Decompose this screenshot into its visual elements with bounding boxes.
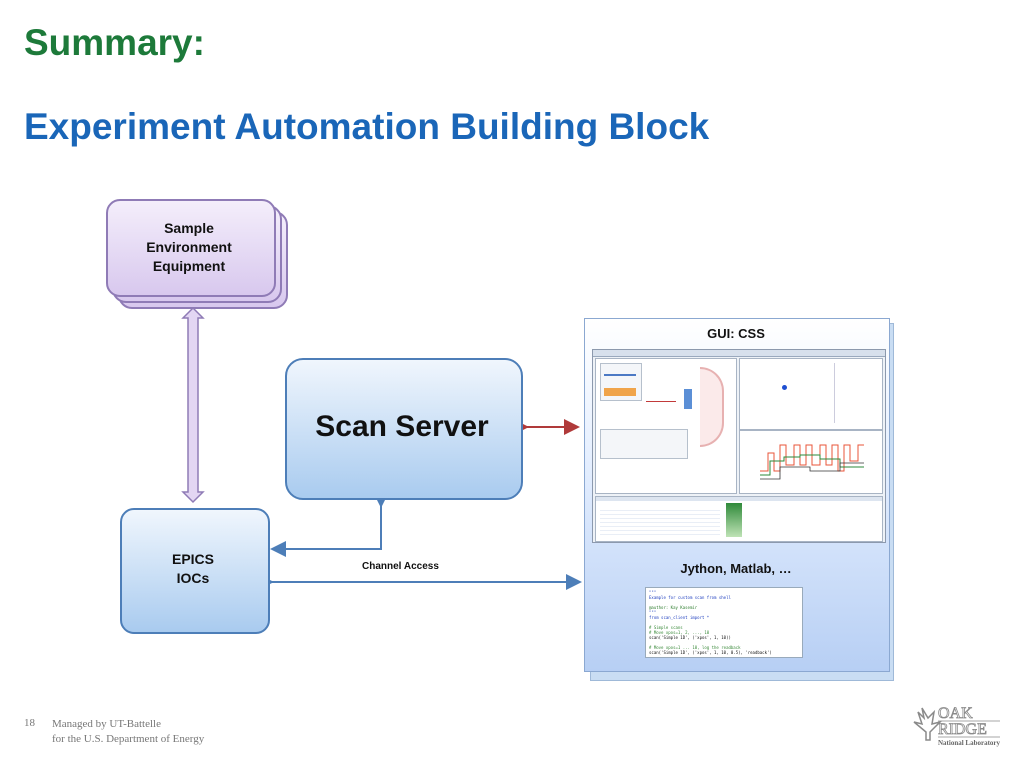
code-line: """ — [649, 610, 657, 615]
footer-text: Managed by UT-Battelle for the U.S. Depa… — [52, 718, 205, 745]
mini-titlebar-left — [593, 350, 739, 357]
code-line: scan('Simple 1D', ('xpos', 1, 10)) — [649, 635, 731, 640]
mini-plot — [760, 444, 864, 480]
page-number: 18 — [24, 717, 35, 729]
mini-beam-line — [646, 401, 676, 402]
mini-plot-pane — [739, 430, 883, 494]
mini-titlebar-right — [739, 350, 885, 357]
code-line: """ — [649, 590, 657, 595]
code-line: @author: Kay Kasemir — [649, 605, 698, 610]
mini-detector — [700, 367, 724, 447]
scan-server-label: Scan Server — [315, 410, 489, 443]
code-snippet: """Example for custom scan from shell@au… — [645, 587, 803, 658]
code-line: # Move xpos=1, 2, ..., 10 — [649, 630, 710, 635]
mini-progress — [604, 388, 636, 396]
svg-text:OAK: OAK — [938, 705, 973, 722]
scan-epics-arrow — [270, 492, 389, 557]
mini-scan-params — [834, 363, 879, 423]
sample-equipment-label: Sample Environment Equipment — [146, 219, 232, 274]
code-line: from scan_client import * — [649, 615, 710, 620]
mini-scan-table — [595, 496, 883, 542]
css-screenshot — [592, 349, 886, 543]
scan-server-box — [285, 358, 523, 500]
mini-table-rows — [600, 507, 720, 535]
ornl-logo: OAK RIDGE National Laboratory — [908, 698, 1002, 748]
mini-beamline-pane — [595, 358, 737, 494]
mini-position-pane — [739, 358, 883, 430]
epics-iocs-label: EPICS IOCs — [171, 551, 214, 586]
svg-text:National Laboratory: National Laboratory — [938, 739, 1001, 747]
code-line: Example for custom scan from shell — [649, 595, 731, 600]
mini-sample-holder — [684, 389, 692, 409]
page-subtitle: Experiment Automation Building Block — [24, 106, 710, 147]
epics-iocs-box — [120, 508, 270, 634]
mini-slider — [604, 374, 636, 376]
sample-equipment-box — [106, 199, 276, 297]
code-line: # Move xpos=1 ... 10, log the readback — [649, 645, 741, 650]
channel-access-label: Channel Access — [362, 561, 439, 572]
mini-device-group — [600, 363, 642, 401]
mini-progress-column — [726, 503, 742, 537]
code-line: scan('Simple 1D', ('xpos', 1, 10, 0.5), … — [649, 650, 772, 655]
mini-motor-group — [600, 429, 688, 459]
scripting-label: Jython, Matlab, … — [680, 561, 792, 576]
svg-text:RIDGE: RIDGE — [938, 721, 987, 738]
leaf-icon: OAK RIDGE National Laboratory — [913, 705, 1001, 747]
gui-css-label: GUI: CSS — [707, 326, 765, 341]
sample-epics-arrow — [181, 306, 205, 504]
mini-position-dot — [782, 385, 787, 390]
mini-table-header — [596, 497, 882, 501]
page-title: Summary: — [24, 22, 205, 63]
code-line: # Simple scans — [649, 625, 683, 630]
